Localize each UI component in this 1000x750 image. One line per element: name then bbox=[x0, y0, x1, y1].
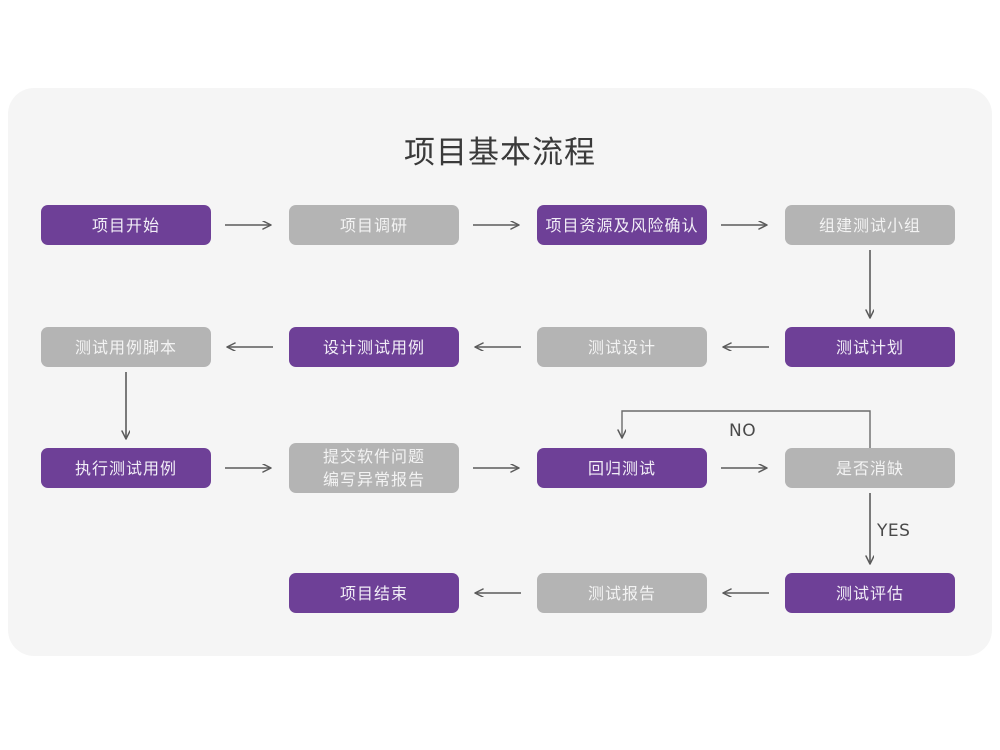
node-form-test-team[interactable]: 组建测试小组 bbox=[785, 205, 955, 245]
node-test-plan[interactable]: 测试计划 bbox=[785, 327, 955, 367]
node-test-evaluation[interactable]: 测试评估 bbox=[785, 573, 955, 613]
node-execute-test-case[interactable]: 执行测试用例 bbox=[41, 448, 211, 488]
node-design-test-case[interactable]: 设计测试用例 bbox=[289, 327, 459, 367]
node-submit-issue-report[interactable]: 提交软件问题 编写异常报告 bbox=[289, 443, 459, 493]
node-resource-risk-confirm[interactable]: 项目资源及风险确认 bbox=[537, 205, 707, 245]
node-project-end[interactable]: 项目结束 bbox=[289, 573, 459, 613]
edge-label-no: NO bbox=[729, 421, 757, 441]
node-defect-cleared[interactable]: 是否消缺 bbox=[785, 448, 955, 488]
page-title: 项目基本流程 bbox=[404, 135, 596, 171]
node-project-research[interactable]: 项目调研 bbox=[289, 205, 459, 245]
flowchart-card bbox=[8, 88, 992, 656]
node-project-start[interactable]: 项目开始 bbox=[41, 205, 211, 245]
edge-label-yes: YES bbox=[877, 521, 911, 541]
node-test-case-script[interactable]: 测试用例脚本 bbox=[41, 327, 211, 367]
node-regression-test[interactable]: 回归测试 bbox=[537, 448, 707, 488]
node-test-report[interactable]: 测试报告 bbox=[537, 573, 707, 613]
node-test-design[interactable]: 测试设计 bbox=[537, 327, 707, 367]
